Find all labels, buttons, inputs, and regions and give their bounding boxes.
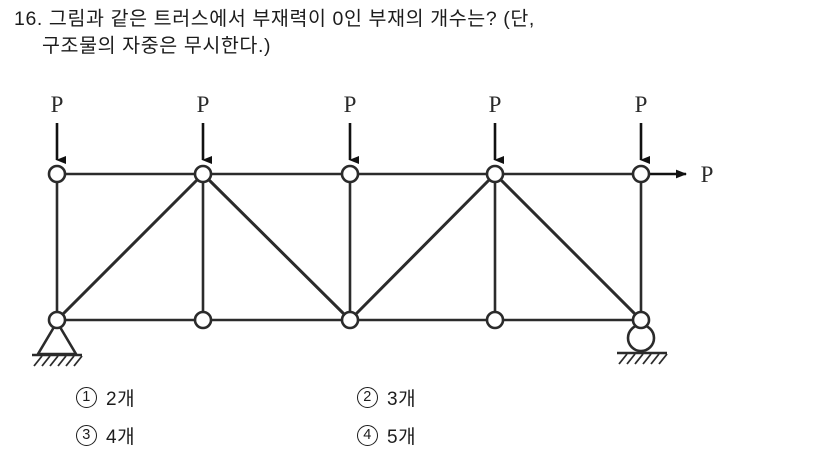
diagonal-member-1 [55, 172, 205, 322]
choice-marker-1: 1 [76, 387, 97, 408]
load-label-1: P [51, 92, 64, 117]
choice-label-1: 2개 [106, 389, 136, 410]
diagonal-member-3 [348, 172, 497, 322]
truss-verticals [55, 172, 643, 322]
load-label-4: P [489, 92, 502, 117]
joint-bottom-2 [193, 310, 213, 330]
joint-top-2 [193, 164, 213, 184]
joint-bottom-4 [485, 310, 505, 330]
joint-bottom-3 [340, 310, 360, 330]
roller-support [617, 323, 668, 365]
joint-top-4 [485, 164, 505, 184]
choice-label-3: 4개 [106, 427, 136, 448]
joint-bottom-1 [47, 310, 67, 330]
truss-diagram-figure: P P P P P P [0, 80, 826, 380]
load-label-2: P [197, 92, 210, 117]
pin-support-hatching [33, 355, 83, 367]
choice-marker-2: 2 [357, 387, 378, 408]
answer-choice-3[interactable]: 3 4개 [76, 422, 135, 449]
question-block: 16. 그림과 같은 트러스에서 부재력이 0인 부재의 개수는? (단, 구조… [14, 6, 814, 60]
vertical-load-arrows [55, 123, 650, 164]
answer-choice-1[interactable]: 1 2개 [76, 384, 135, 411]
choice-label-2: 3개 [387, 389, 417, 410]
question-text-line-2: 구조물의 자중은 무시한다.) [42, 35, 272, 57]
diagonal-member-2 [201, 172, 352, 322]
horizontal-load-label: P [701, 162, 714, 187]
truss-svg: P P P P P P [32, 92, 714, 367]
pin-support [32, 320, 83, 367]
answer-choice-2[interactable]: 2 3개 [357, 384, 416, 411]
answer-choice-4[interactable]: 4 5개 [357, 422, 416, 449]
truss-joints [47, 164, 651, 330]
joint-bottom-5 [631, 310, 651, 330]
answer-choices: 1 2개 2 3개 3 4개 4 5개 [0, 382, 826, 459]
truss-diagonals [55, 172, 643, 322]
load-labels: P P P P P P [51, 92, 714, 187]
load-label-5: P [635, 92, 648, 117]
question-text-line-1: 16. 그림과 같은 트러스에서 부재력이 0인 부재의 개수는? (단, [14, 8, 535, 30]
joint-top-5 [631, 164, 651, 184]
roller-support-hatching [618, 353, 668, 365]
joint-top-1 [47, 164, 67, 184]
joint-top-3 [340, 164, 360, 184]
choice-marker-3: 3 [76, 425, 97, 446]
diagonal-member-4 [493, 172, 643, 322]
choice-label-4: 5개 [387, 427, 417, 448]
load-label-3: P [344, 92, 357, 117]
choice-marker-4: 4 [357, 425, 378, 446]
